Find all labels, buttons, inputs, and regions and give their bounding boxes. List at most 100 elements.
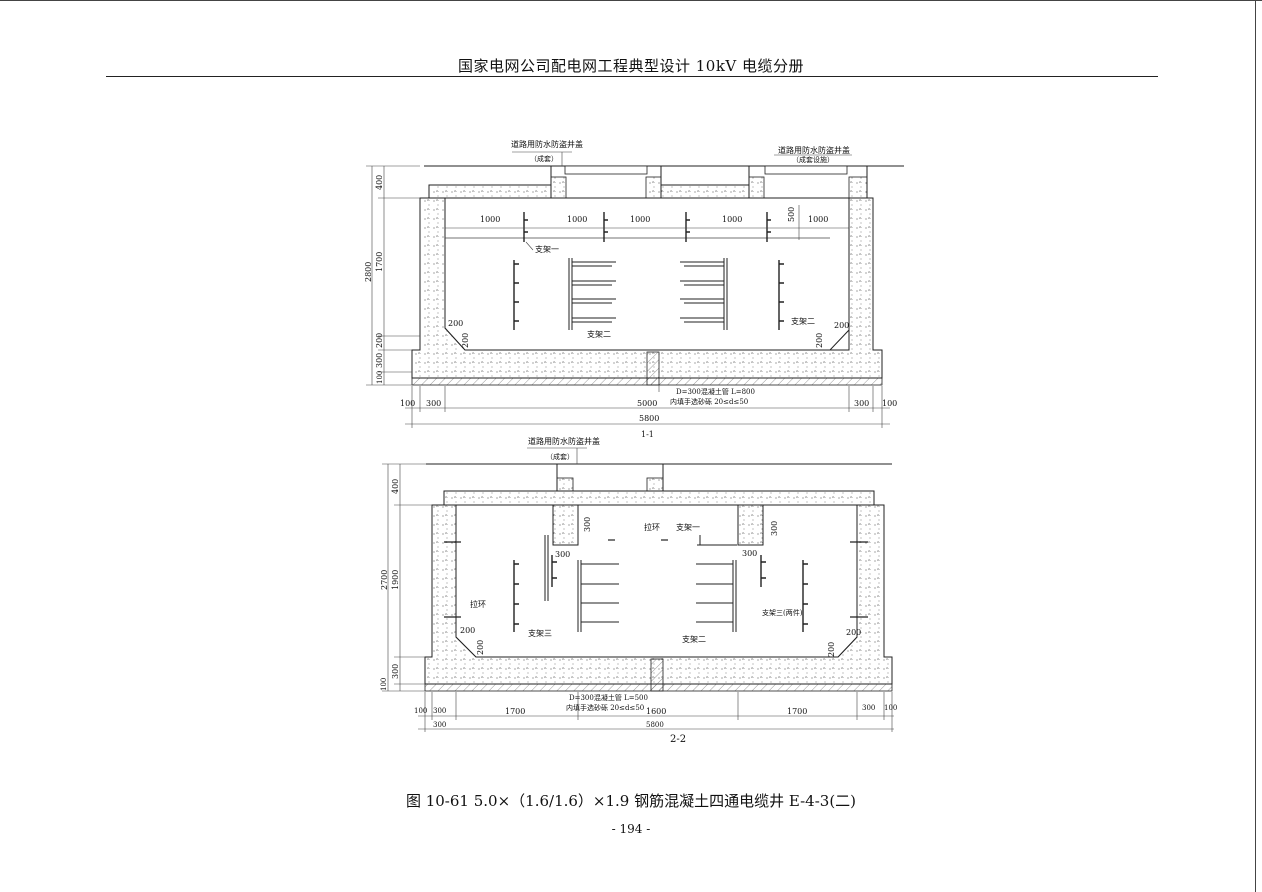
bracket-2-label: 支架二 (682, 634, 706, 644)
drain-pipe (650, 658, 664, 692)
bracket-3-label: 支架三 (528, 628, 552, 638)
bottom-dim: 100 (414, 707, 427, 715)
left-dim-total: 2800 (364, 262, 373, 282)
bottom-dim: 1600 (646, 707, 666, 716)
dim-top-4: 1000 (722, 215, 742, 224)
drain-pipe (646, 351, 660, 386)
cover-right-label: 道路用防水防盗井盖 (778, 145, 850, 155)
page-number: - 194 - (611, 822, 651, 836)
bottom-dim: 300 (426, 399, 441, 408)
neck-wall (556, 477, 574, 492)
figure-caption: 图 10-61 5.0×（1.6/1.6）×1.9 钢筋混凝土四通电缆井 E-4… (405, 792, 857, 810)
bottom-dim: 100 (884, 704, 897, 712)
bottom-dim: 1700 (787, 707, 807, 716)
left-dim-1700: 1700 (375, 252, 384, 272)
header-title: 国家电网公司配电网工程典型设计 10kV 电缆分册 (457, 57, 805, 75)
chamfer-dim: 200 (846, 628, 861, 637)
cover-left-label: 道路用防水防盗井盖 (511, 139, 583, 149)
left-dim-100: 100 (376, 371, 384, 384)
page-border-top (0, 0, 1262, 1)
neck-wall (550, 176, 567, 199)
pipe-note-1: D=300混凝土管 L=500 (569, 693, 648, 702)
bottom-dim: 100 (400, 399, 415, 408)
beam-dim: 300 (770, 521, 779, 536)
chamfer-dim: 200 (461, 333, 470, 348)
neck-wall (645, 176, 662, 199)
side-brackets (513, 260, 784, 330)
bottom-dim: 5000 (637, 399, 657, 408)
bottom-dimension-lines (418, 692, 894, 732)
neck-wall (646, 477, 664, 492)
section-1-1: 1000 1000 1000 1000 1000 500 道路用防水防盗井盖 （… (364, 139, 904, 439)
header-rule (106, 76, 1158, 77)
dim-500: 500 (787, 207, 796, 222)
dim-top-2: 1000 (567, 215, 587, 224)
cover-left-sub: （成套） (530, 154, 558, 163)
beam-dim: 300 (742, 549, 757, 558)
section-label-2-2: 2-2 (670, 734, 686, 745)
manhole-neck (556, 463, 664, 492)
chamfer-dim: 200 (827, 642, 836, 657)
well-interior (444, 197, 850, 351)
left-dim-200: 200 (375, 333, 384, 348)
dim-top-3: 1000 (630, 215, 650, 224)
chamfer-dim: 200 (834, 321, 849, 330)
bracket-3-right-label: 支架三(两件) (762, 608, 803, 617)
left-dimension-lines (366, 165, 420, 386)
neck-wall (748, 176, 765, 199)
neck-wall (848, 176, 868, 199)
beam-right (737, 504, 764, 546)
section-2-2: 道路用防水防盗井盖 （成套） 拉环 拉环 支架一 支架二 支架三 支架三(两件)… (380, 436, 897, 745)
left-dim-400: 400 (375, 175, 384, 190)
chamfer-dim: 200 (460, 626, 475, 635)
pipe-note-2: 内填手选砂砾 20≤d≤50 (566, 703, 644, 712)
bottom-dim: 300 (433, 707, 446, 715)
bracket-2-label: 支架二 (587, 329, 611, 339)
top-slab (443, 490, 875, 506)
bottom-dim: 300 (854, 399, 869, 408)
cover-sub: （成套） (546, 452, 574, 461)
top-brackets (523, 212, 771, 242)
rack-center (568, 258, 728, 330)
bracket-1-label: 支架一 (535, 244, 559, 254)
section-label-1-1: 1-1 (641, 430, 654, 439)
bracket-2b-label: 支架二 (791, 316, 815, 326)
chamfer-dim: 200 (448, 319, 463, 328)
bottom-dim: 300 (433, 721, 446, 729)
bottom-dim: 100 (882, 399, 897, 408)
left-dim-300: 300 (375, 353, 384, 368)
left-dim-100: 100 (380, 678, 388, 691)
dim-top-5: 1000 (808, 215, 828, 224)
left-dim-1900: 1900 (391, 570, 400, 590)
manhole-cover-right (764, 165, 848, 175)
bottom-dim: 300 (862, 704, 875, 712)
cover-right-sub: （成套设施） (792, 155, 834, 164)
left-dim-400: 400 (391, 479, 400, 494)
pipe-note-1: D=300混凝土管 L=800 (676, 387, 755, 396)
beam-dim: 300 (583, 517, 592, 532)
page-border-right (1255, 0, 1256, 892)
rack-center (544, 535, 737, 632)
chamfer-dim: 200 (476, 640, 485, 655)
bottom-dim-total: 5800 (639, 414, 659, 423)
ring-label: 拉环 (470, 599, 486, 609)
left-dim-300: 300 (391, 664, 400, 679)
bottom-dim-total: 5800 (646, 721, 664, 729)
ring-label: 拉环 (644, 522, 660, 532)
dim-top-1: 1000 (480, 215, 500, 224)
bracket-1-label: 支架一 (676, 522, 700, 532)
chamfer-dim: 200 (815, 333, 824, 348)
beam-dim: 300 (555, 550, 570, 559)
top-dimension-line (445, 205, 849, 240)
side-brackets (513, 555, 808, 632)
pipe-note-2: 内填手选砂砾 20≤d≤50 (670, 397, 748, 406)
bottom-dim: 1700 (505, 707, 525, 716)
bottom-dimension-lines (405, 386, 890, 428)
cover-label: 道路用防水防盗井盖 (528, 436, 600, 446)
left-dimension-lines (382, 463, 432, 692)
beam-left (552, 504, 579, 546)
pull-rings (444, 539, 868, 618)
manhole-cover-left (564, 165, 648, 175)
left-dim-total: 2700 (380, 570, 389, 590)
